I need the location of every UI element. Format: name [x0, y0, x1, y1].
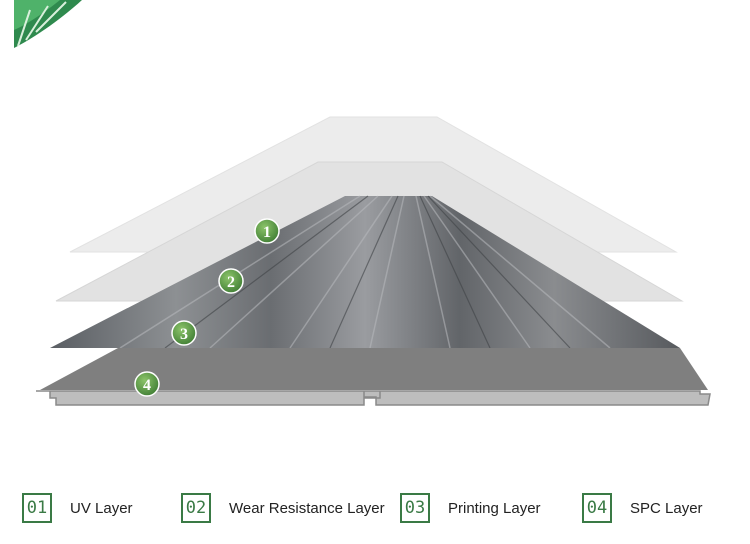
legend-number-badge: 03: [400, 493, 430, 523]
legend-label: Wear Resistance Layer: [229, 499, 385, 517]
legend-item-uv-layer: 01 UV Layer: [22, 491, 133, 525]
legend-number-badge: 01: [22, 493, 52, 523]
flooring-layers-illustration: 1 2 3 4: [14, 0, 711, 406]
layer-legend: 01 UV Layer 02 Wear Resistance Layer 03 …: [0, 486, 750, 530]
legend-label: UV Layer: [70, 499, 133, 517]
svg-text:4: 4: [143, 377, 151, 394]
leaf-decoration-icon: [14, 0, 82, 48]
legend-label: SPC Layer: [630, 499, 703, 517]
marker-1: 1: [254, 218, 280, 244]
svg-text:3: 3: [180, 326, 188, 343]
legend-item-wear-resistance-layer: 02 Wear Resistance Layer: [181, 491, 385, 525]
legend-item-printing-layer: 03 Printing Layer: [400, 491, 541, 525]
legend-label: Printing Layer: [448, 499, 541, 517]
spc-layer: [36, 348, 711, 406]
legend-number-badge: 04: [582, 493, 612, 523]
svg-text:1: 1: [263, 224, 271, 241]
legend-number-badge: 02: [181, 493, 211, 523]
marker-4: 4: [134, 371, 160, 397]
marker-2: 2: [218, 268, 244, 294]
svg-text:2: 2: [227, 274, 235, 291]
legend-item-spc-layer: 04 SPC Layer: [582, 491, 703, 525]
marker-3: 3: [171, 320, 197, 346]
